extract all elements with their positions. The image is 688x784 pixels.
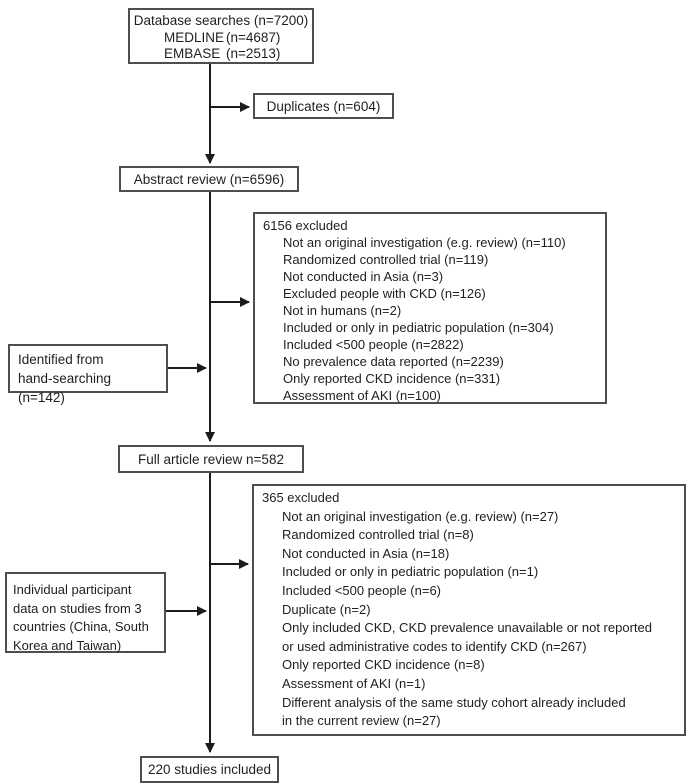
- excluded-full-article-item: Only included CKD, CKD prevalence unavai…: [282, 620, 652, 654]
- hand-searching-box: Identified from hand-searching (n=142): [8, 344, 168, 405]
- excluded-abstract-item: Not in humans (n=2): [283, 303, 402, 318]
- excluded-full-article-item: Only reported CKD incidence (n=8): [282, 657, 485, 673]
- excluded-full-article-item: Duplicate (n=2): [282, 601, 371, 617]
- database-row-medline-count: (n=4687): [226, 29, 281, 45]
- full-article-review-box: Full article review n=582: [118, 445, 304, 473]
- excluded-abstract-item: Included <500 people (n=2822): [283, 337, 464, 352]
- excluded-abstract-item: Not an original investigation (e.g. revi…: [283, 235, 566, 250]
- excluded-full-article-item: Assessment of AKI (n=1): [282, 675, 426, 691]
- excluded-abstract-item: Excluded people with CKD (n=126): [283, 286, 486, 301]
- database-searches-title: Database searches (n=7200): [133, 13, 309, 28]
- excluded-abstract-item: Included or only in pediatric population…: [283, 320, 554, 335]
- excluded-full-article-item: Included <500 people (n=6): [282, 582, 442, 598]
- studies-included-box: 220 studies included: [140, 756, 279, 783]
- excluded-abstract-header: 6156 excluded: [263, 218, 348, 233]
- database-searches-box: Database searches (n=7200) MEDLINE(n=468…: [128, 8, 314, 64]
- excluded-full-article-item: Different analysis of the same study coh…: [282, 694, 626, 729]
- excluded-abstract-item: Randomized controlled trial (n=119): [283, 252, 489, 267]
- excluded-abstract-item: No prevalence data reported (n=2239): [283, 354, 504, 369]
- duplicates-box: Duplicates (n=604): [253, 93, 394, 119]
- database-row-medline-name: MEDLINE: [164, 29, 225, 45]
- excluded-full-article-item: Not an original investigation (e.g. revi…: [282, 508, 559, 524]
- database-row-embase: EMBASE (n=2513): [164, 46, 312, 63]
- database-row-embase-count: (n=2513): [226, 46, 281, 61]
- excluded-abstract-item: Not conducted in Asia (n=3): [283, 269, 444, 284]
- excluded-full-article-item: Not conducted in Asia (n=18): [282, 545, 450, 561]
- excluded-full-article-header: 365 excluded: [262, 490, 340, 505]
- database-row-medline: MEDLINE(n=4687): [164, 30, 312, 47]
- individual-participant-data-box: Individual participant data on studies f…: [5, 572, 166, 653]
- excluded-full-article-item: Randomized controlled trial (n=8): [282, 527, 474, 543]
- excluded-full-article-item: Included or only in pediatric population…: [282, 564, 539, 580]
- excluded-abstract-item: Assessment of AKI (n=100): [283, 388, 441, 403]
- database-row-embase-name: EMBASE: [164, 46, 221, 61]
- abstract-review-box: Abstract review (n=6596): [119, 166, 299, 192]
- excluded-abstract-box: 6156 excluded Not an original investigat…: [253, 212, 607, 404]
- excluded-full-article-box: 365 excluded Not an original investigati…: [252, 484, 686, 736]
- excluded-abstract-item: Only reported CKD incidence (n=331): [283, 371, 501, 386]
